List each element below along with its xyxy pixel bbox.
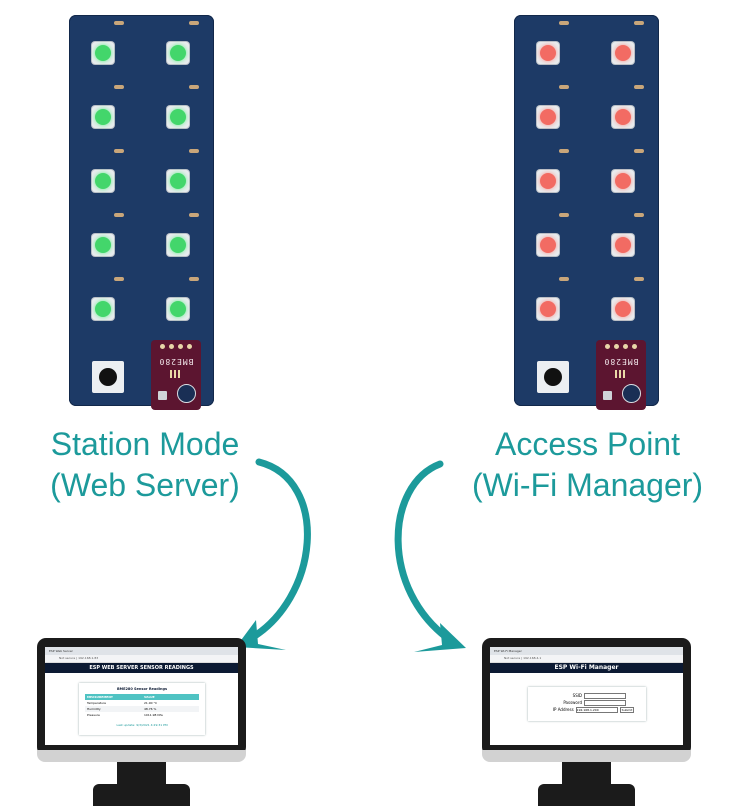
row-value: 21.90 °C	[144, 701, 158, 705]
esp32-board-access-point: BME280	[514, 15, 659, 410]
row-value: 1011.98 hPa	[144, 713, 163, 717]
red-led	[612, 170, 634, 192]
wifi-form-card: SSID Password IP Address 192.168.1.200 S…	[528, 687, 646, 721]
red-led	[537, 298, 559, 320]
green-led	[92, 106, 114, 128]
address-bar[interactable]: Not secure | 192.168.4.1	[490, 655, 683, 663]
ip-address-label: IP Address	[552, 707, 574, 712]
monitor-left: ESP Web Server Not secure | 192.168.1.83…	[37, 638, 246, 806]
password-label: Password	[563, 700, 582, 705]
monitor-foot	[538, 784, 635, 806]
green-led	[167, 170, 189, 192]
page-header: ESP Wi-Fi Manager	[490, 663, 683, 673]
station-mode-label: Station Mode (Web Server)	[20, 424, 270, 506]
right-arrow-head	[414, 623, 466, 652]
table-header: MEASUREMENT VALUE	[85, 694, 199, 700]
readings-card: BME280 Sensor Readings MEASUREMENT VALUE…	[79, 683, 205, 735]
red-led	[537, 170, 559, 192]
ip-address-input[interactable]: 192.168.1.200	[575, 706, 618, 713]
monitor-foot	[93, 784, 190, 806]
submit-button[interactable]: Submit	[619, 706, 635, 713]
green-led	[167, 42, 189, 64]
left-curved-arrow	[244, 458, 311, 644]
table-row: Temperature 21.90 °C	[85, 700, 199, 706]
table-row: Pressure 1011.98 hPa	[85, 712, 199, 718]
card-title: BME280 Sensor Readings	[116, 687, 168, 691]
password-input[interactable]	[584, 699, 626, 706]
red-led	[537, 234, 559, 256]
access-point-title: Access Point	[495, 426, 680, 462]
red-led	[612, 42, 634, 64]
bme280-sensor-module: BME280	[151, 340, 201, 410]
wifi-manager-page: ESP Wi-Fi Manager Not secure | 192.168.4…	[490, 647, 683, 745]
ssid-input[interactable]	[584, 692, 626, 699]
red-led	[612, 298, 634, 320]
station-mode-title: Station Mode	[50, 426, 240, 462]
left-arrow-head	[236, 620, 286, 650]
row-value: 48.76 %	[144, 707, 157, 711]
green-led	[92, 42, 114, 64]
column-header: MEASUREMENT	[87, 695, 113, 699]
row-label: Pressure	[87, 713, 100, 717]
monitor-chin	[37, 750, 246, 762]
web-server-page: ESP Web Server Not secure | 192.168.1.83…	[45, 647, 238, 745]
push-button	[537, 361, 569, 393]
row-label: Temperature	[87, 701, 107, 705]
access-point-subtitle: (Wi-Fi Manager)	[471, 467, 704, 503]
last-update: Last update: 9/3/2021 4:29:31 PM	[116, 723, 168, 727]
page-header: ESP WEB SERVER SENSOR READINGS	[45, 663, 238, 673]
right-curved-arrow	[394, 460, 454, 644]
monitor-neck	[562, 762, 611, 784]
browser-tab[interactable]: ESP Web Server	[45, 647, 238, 655]
green-led	[167, 106, 189, 128]
access-point-label: Access Point (Wi-Fi Manager)	[450, 424, 725, 506]
monitor-chin	[482, 750, 691, 762]
green-led	[167, 298, 189, 320]
browser-tab[interactable]: ESP Wi-Fi Manager	[490, 647, 683, 655]
red-led	[612, 106, 634, 128]
esp32-board-station: BME280	[69, 15, 214, 410]
green-led	[92, 298, 114, 320]
address-bar[interactable]: Not secure | 192.168.1.83	[45, 655, 238, 663]
green-led	[92, 234, 114, 256]
monitor-right: ESP Wi-Fi Manager Not secure | 192.168.4…	[482, 638, 691, 806]
column-header: VALUE	[144, 695, 155, 699]
red-led	[612, 234, 634, 256]
green-led	[167, 234, 189, 256]
green-led	[92, 170, 114, 192]
station-mode-subtitle: (Web Server)	[50, 467, 240, 503]
red-led	[537, 106, 559, 128]
row-label: Humidity	[87, 707, 101, 711]
ssid-label: SSID	[572, 693, 582, 698]
push-button	[92, 361, 124, 393]
monitor-neck	[117, 762, 166, 784]
red-led	[537, 42, 559, 64]
bme280-sensor-module: BME280	[596, 340, 646, 410]
table-row: Humidity 48.76 %	[85, 706, 199, 712]
